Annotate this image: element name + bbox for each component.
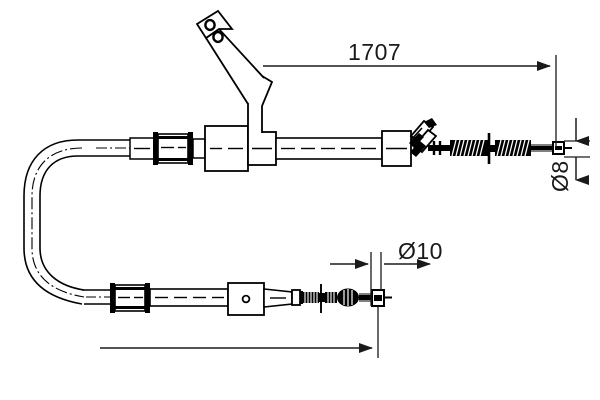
lower-cable-sheath — [82, 289, 110, 305]
lower-cable-main-run — [149, 288, 229, 307]
upper-cable-ferrule — [153, 132, 193, 165]
spring-stop-washer — [485, 133, 495, 164]
diagonal-clip-bracket — [409, 118, 438, 157]
dimension-lower-length — [100, 306, 379, 358]
upper-inner-wire-1 — [428, 141, 450, 155]
mounting-bracket — [195, 9, 274, 133]
lower-cable-ferrule — [110, 283, 150, 313]
dimension-label-diameter-10: Ø10 — [398, 238, 443, 264]
cable-u-bend — [23, 139, 85, 305]
dimension-label-1707: 1707 — [348, 39, 401, 65]
dimension-label-diameter-8: Ø8 — [547, 160, 573, 192]
lower-cable-adjuster — [303, 284, 337, 313]
upper-cable-end-terminal — [552, 141, 572, 155]
upper-inner-rod — [531, 144, 556, 152]
upper-cable-sheath — [78, 139, 130, 157]
lower-cable-end-terminal — [371, 289, 392, 307]
lower-cable-taper — [263, 288, 293, 308]
upper-cable-run — [78, 118, 572, 172]
dimension-diameter-8: Ø8 — [547, 118, 590, 192]
dimension-overall-length: 1707 — [263, 39, 557, 148]
upper-cable-tube-1 — [192, 138, 206, 159]
upper-cable-housing-block — [204, 125, 249, 172]
lower-cable-collar — [291, 289, 303, 306]
bracket-hole-upper — [204, 18, 216, 32]
bracket-base-block — [247, 131, 277, 166]
guide-block-hole — [241, 294, 251, 304]
return-spring-left — [450, 139, 488, 157]
lower-cable-guide-block — [227, 282, 265, 316]
upper-cable-collar-1 — [129, 137, 155, 160]
return-spring-right — [495, 139, 531, 157]
dimension-diameter-10: Ø10 — [330, 238, 443, 306]
lower-cable-run — [82, 282, 392, 316]
upper-cable-end-housing — [381, 130, 412, 167]
lower-cable-nipple — [337, 288, 359, 307]
upper-cable-main-run — [275, 137, 383, 160]
bracket-hole-lower — [212, 30, 224, 44]
